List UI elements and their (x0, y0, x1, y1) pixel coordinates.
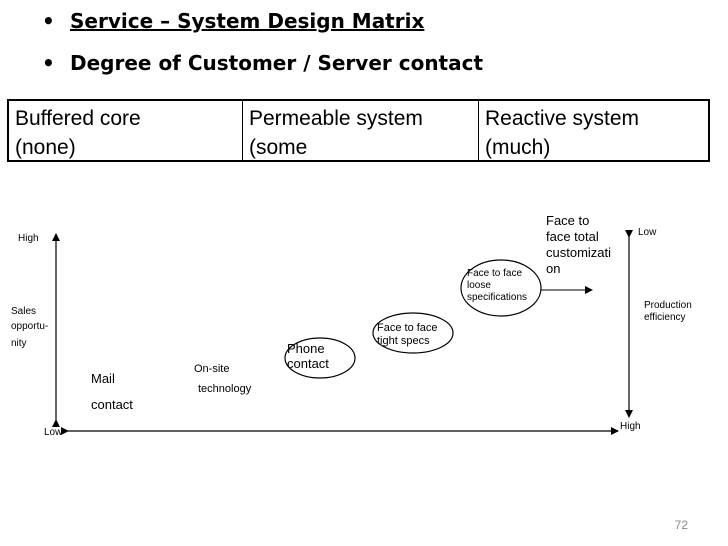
item-line: face total (546, 229, 599, 244)
item-line: contact (287, 356, 329, 371)
face-to-face-total-customization-label: Face to face total customizati on (546, 213, 611, 277)
onsite-technology-label: On-site technology (194, 363, 251, 396)
matrix-cell-title: Permeable system (249, 107, 423, 130)
efficiency-low-label: Low (638, 227, 657, 238)
phone-contact-ellipse (284, 337, 356, 379)
face-to-face-loose-specs-label: Face to face loose specifications (467, 268, 527, 304)
sales-high-label: High (18, 233, 39, 244)
production-efficiency-title: Production efficiency (644, 300, 692, 324)
axis-title-line: nity (11, 338, 27, 349)
bullet-item: • Service – System Design Matrix (42, 6, 483, 48)
item-line: Face to face (377, 322, 438, 334)
item-line: loose (467, 280, 491, 291)
phone-contact-label: Phone contact (287, 341, 329, 371)
slide-title: Service – System Design Matrix (70, 9, 425, 33)
sales-opportunity-title: Sales opportu- nity (11, 306, 48, 350)
matrix-cell-title: Reactive system (485, 107, 640, 130)
item-line: specifications (467, 292, 528, 303)
axis-title-line: Production (644, 300, 692, 311)
slide-subtitle: Degree of Customer / Server contact (70, 51, 484, 75)
item-line: On-site (194, 363, 230, 375)
axis-title-line: efficiency (644, 312, 686, 323)
page-number: 72 (674, 518, 688, 532)
bullet-dot: • (42, 9, 55, 33)
item-line: customizati (546, 245, 612, 260)
tight-specs-ellipse (372, 312, 454, 354)
bullet-item: • Degree of Customer / Server contact (42, 48, 483, 90)
item-line: technology (198, 383, 252, 395)
item-line: tight specs (377, 335, 430, 347)
item-line: on (546, 261, 561, 276)
bullet-dot: • (42, 51, 55, 75)
matrix-cell-degree: (much) (485, 136, 551, 159)
item-line: contact (91, 397, 133, 412)
matrix-cell-buffered-core: Buffered core (none) (9, 101, 243, 160)
contact-degree-table: Buffered core (none) Permeable system (s… (7, 99, 710, 162)
title-bullets: • Service – System Design Matrix • Degre… (42, 6, 483, 90)
matrix-cell-degree: (none) (15, 136, 76, 159)
matrix-cell-degree: (some (249, 136, 308, 159)
sales-low-label: Low (44, 427, 63, 438)
item-line: Face to face (467, 268, 523, 279)
axis-title-line: opportu- (11, 321, 49, 332)
face-to-face-tight-specs-label: Face to face tight specs (377, 322, 438, 348)
item-line: Mail (91, 371, 115, 386)
efficiency-high-label: High (620, 421, 641, 432)
item-line: Face to (546, 213, 590, 228)
matrix-cell-reactive-system: Reactive system (much) (479, 101, 708, 160)
loose-specs-ellipse (460, 259, 542, 317)
mail-contact-label: Mail contact (91, 371, 133, 413)
matrix-cell-permeable-system: Permeable system (some (243, 101, 479, 160)
item-line: Phone (287, 341, 325, 356)
axis-title-line: Sales (11, 306, 37, 317)
matrix-cell-title: Buffered core (15, 107, 141, 130)
